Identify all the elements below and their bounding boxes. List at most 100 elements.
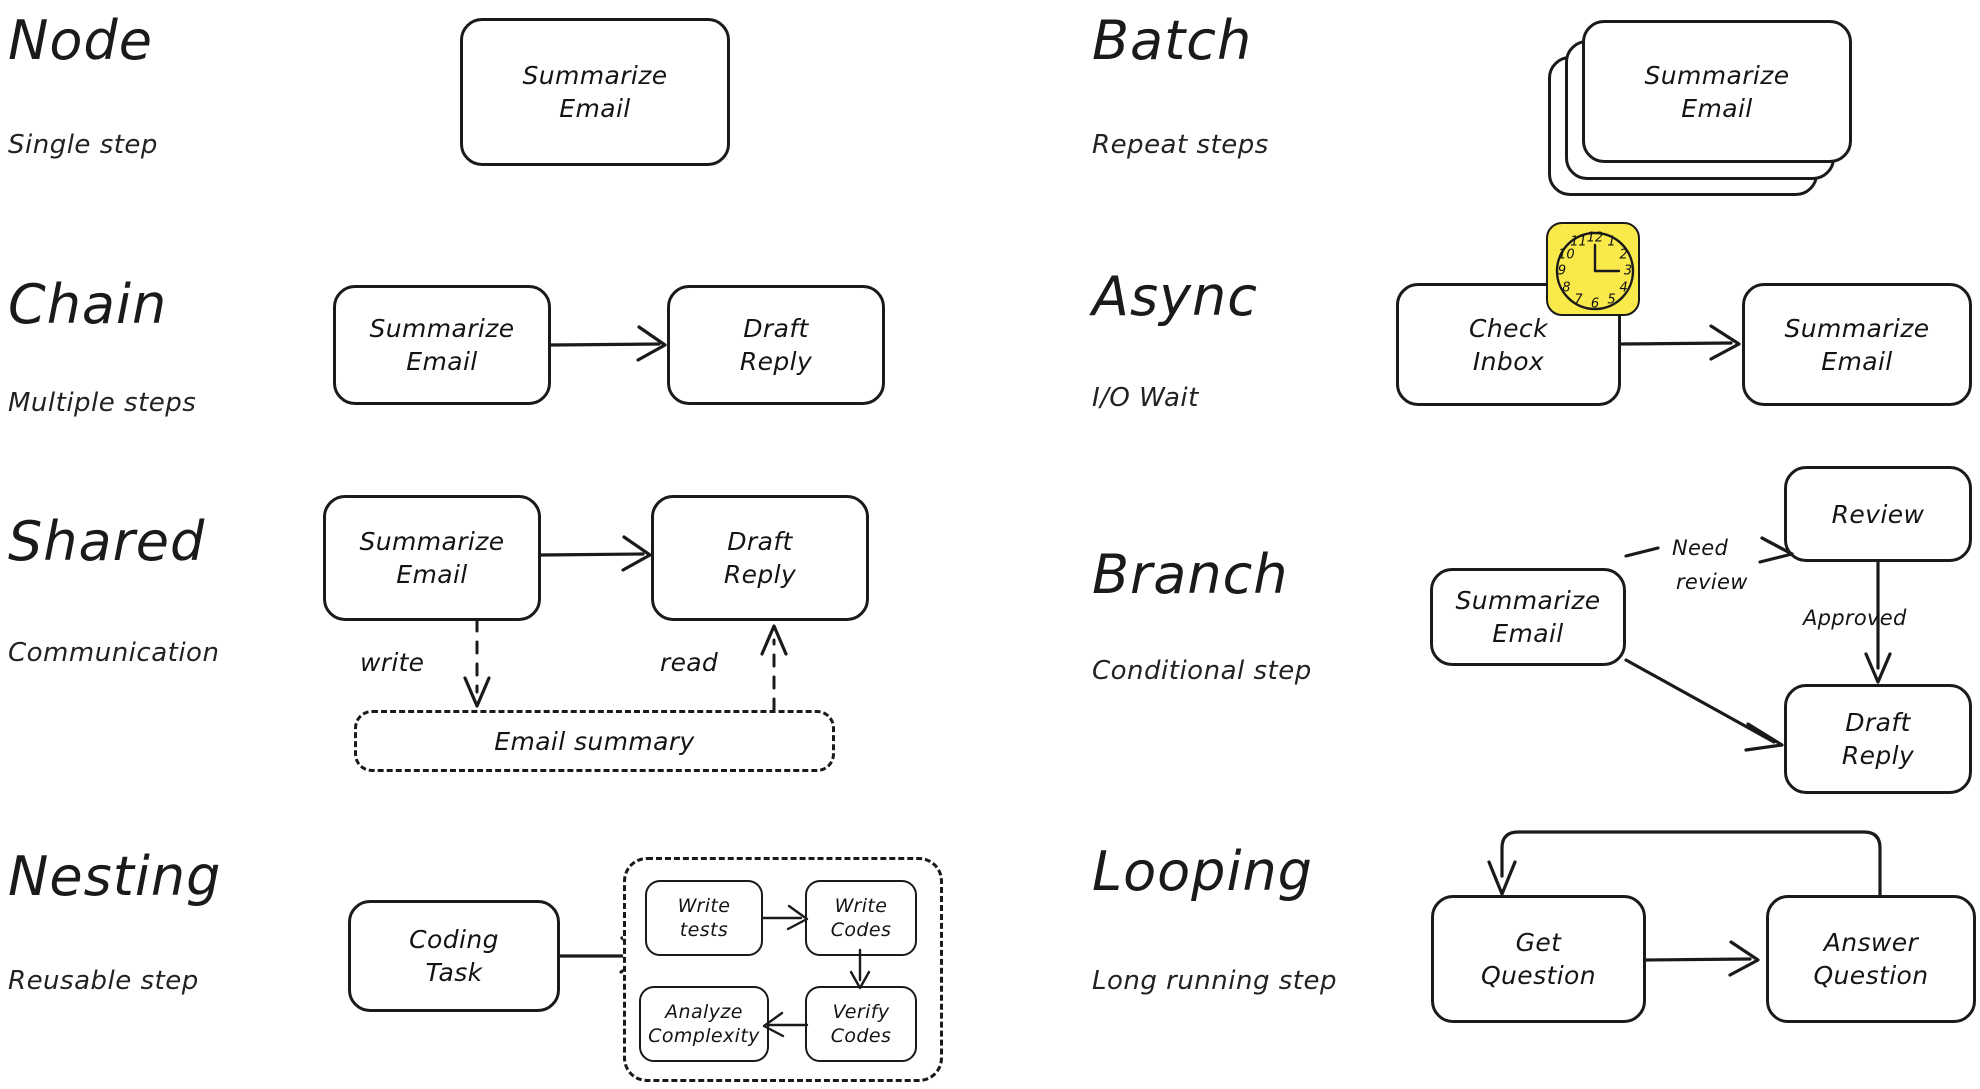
- clock-number: 7: [1574, 292, 1583, 308]
- node-analyze-complexity[interactable]: Analyze Complexity: [639, 986, 769, 1062]
- node-write-tests[interactable]: Write tests: [645, 880, 763, 956]
- node-label-line: tests: [679, 919, 729, 941]
- clock-face: [1555, 231, 1635, 311]
- section-title-looping: Looping: [1092, 840, 1313, 903]
- section-subtitle-async: I/O Wait: [1092, 383, 1199, 413]
- node-label-line: Email: [406, 347, 478, 376]
- node-label-line: Reply: [739, 347, 813, 376]
- node-label-line: Write: [834, 894, 888, 917]
- node-label-line: Complexity: [648, 1025, 760, 1047]
- node-summarize-email[interactable]: Summarize Email: [460, 18, 730, 166]
- node-label-line: Email: [559, 94, 631, 123]
- node-coding-task[interactable]: Coding Task: [348, 900, 560, 1012]
- edge-summarize-to-draft: [1624, 658, 1784, 752]
- section-title-nesting: Nesting: [8, 845, 222, 908]
- node-label-line: Draft: [727, 527, 793, 556]
- node-summarize-email[interactable]: Summarize Email: [333, 285, 551, 405]
- node-summarize-email[interactable]: Summarize Email: [1430, 568, 1626, 666]
- node-label-line: Draft: [1845, 708, 1911, 737]
- node-label-line: Email: [1492, 619, 1564, 648]
- node-label-line: Email: [1821, 346, 1893, 376]
- node-label-line: Question: [1480, 961, 1597, 990]
- edge-write-tests-to-write-codes: [761, 904, 809, 931]
- section-subtitle-branch: Conditional step: [1092, 656, 1312, 686]
- node-summarize-email[interactable]: Summarize Email: [323, 495, 541, 621]
- edge-summarize-to-draft: [539, 535, 652, 572]
- node-label-line: Codes: [830, 1025, 892, 1047]
- node-label-line: Draft: [743, 314, 809, 343]
- section-title-shared: Shared: [8, 510, 206, 573]
- node-label-line: Analyze: [665, 1000, 743, 1023]
- node-label-line: Reply: [723, 560, 797, 589]
- node-check-inbox[interactable]: Check Inbox: [1396, 283, 1621, 406]
- edge-label-need: Need: [1672, 536, 1729, 560]
- node-label-line: Email: [1681, 93, 1753, 123]
- node-label-line: Task: [425, 958, 483, 987]
- store-email-summary[interactable]: Email summary: [354, 710, 835, 772]
- node-label-line: Summarize: [369, 314, 515, 343]
- store-label: Email summary: [494, 726, 695, 756]
- edge-loop-back: [1487, 830, 1882, 898]
- section-title-branch: Branch: [1092, 543, 1289, 606]
- section-title-node: Node: [8, 9, 153, 72]
- clock-number: 9: [1557, 263, 1567, 279]
- node-label-line: Write: [677, 894, 731, 917]
- clock-number: 1: [1607, 234, 1616, 250]
- edge-label-review: review: [1676, 570, 1748, 594]
- section-subtitle-looping: Long running step: [1092, 966, 1337, 996]
- batch-card-front-summarize-email[interactable]: Summarize Email: [1582, 20, 1852, 163]
- edge-approved: [1864, 560, 1892, 684]
- clock-number: 12: [1586, 230, 1604, 246]
- node-label-line: Summarize: [1784, 313, 1930, 343]
- node-get-question[interactable]: Get Question: [1431, 895, 1646, 1023]
- section-subtitle-shared: Communication: [8, 638, 220, 668]
- node-draft-reply[interactable]: Draft Reply: [651, 495, 869, 621]
- section-subtitle-chain: Multiple steps: [8, 388, 197, 418]
- clock-number: 11: [1570, 234, 1587, 250]
- edge-label-write: write: [360, 648, 425, 677]
- node-review[interactable]: Review: [1784, 466, 1972, 562]
- section-subtitle-nesting: Reusable step: [8, 966, 199, 996]
- clock-number: 4: [1619, 280, 1628, 295]
- edge-label-approved: Approved: [1803, 606, 1907, 630]
- node-label-line: Summarize: [522, 61, 668, 90]
- node-write-codes[interactable]: Write Codes: [805, 880, 917, 956]
- section-title-chain: Chain: [8, 273, 168, 336]
- edge-write-dashed: [463, 618, 491, 708]
- edge-verify-codes-to-analyze-complexity: [762, 1011, 809, 1038]
- section-title-async: Async: [1092, 265, 1258, 328]
- node-draft-reply[interactable]: Draft Reply: [667, 285, 885, 405]
- edge-label-read: read: [660, 648, 719, 677]
- node-label-line: Summarize: [1455, 586, 1601, 615]
- clock-number: 10: [1558, 247, 1575, 262]
- node-label-line: Coding: [409, 925, 499, 954]
- edge-write-codes-to-verify-codes: [849, 948, 871, 990]
- node-answer-question[interactable]: Answer Question: [1766, 895, 1976, 1023]
- clock-number: 6: [1590, 296, 1600, 312]
- node-label-line: Summarize: [1644, 60, 1790, 90]
- node-label-line: Answer: [1823, 928, 1919, 957]
- edge-get-to-answer: [1644, 940, 1760, 977]
- node-label-line: Question: [1813, 961, 1929, 990]
- node-label-line: Reply: [1841, 741, 1915, 770]
- node-label-line: Check: [1469, 313, 1548, 343]
- node-summarize-email[interactable]: Summarize Email: [1742, 283, 1972, 406]
- node-label-line: Email: [396, 560, 468, 589]
- node-label-line: Inbox: [1472, 346, 1545, 376]
- section-subtitle-node: Single step: [8, 130, 158, 160]
- node-draft-reply[interactable]: Draft Reply: [1784, 684, 1972, 794]
- edge-summarize-to-draft: [549, 325, 667, 362]
- clock-number: 3: [1623, 263, 1633, 279]
- clock-number: 8: [1562, 280, 1571, 295]
- node-label-line: Verify: [832, 1000, 890, 1023]
- node-label-line: Codes: [830, 919, 892, 941]
- section-subtitle-batch: Repeat steps: [1092, 130, 1269, 160]
- clock-number: 2: [1619, 247, 1628, 262]
- edge-need-review: [1624, 536, 1794, 564]
- edge-check-inbox-to-summarize: [1619, 324, 1741, 361]
- node-label-line: Get: [1515, 928, 1562, 957]
- node-label-line: Summarize: [359, 527, 505, 556]
- clock-number: 5: [1607, 292, 1616, 308]
